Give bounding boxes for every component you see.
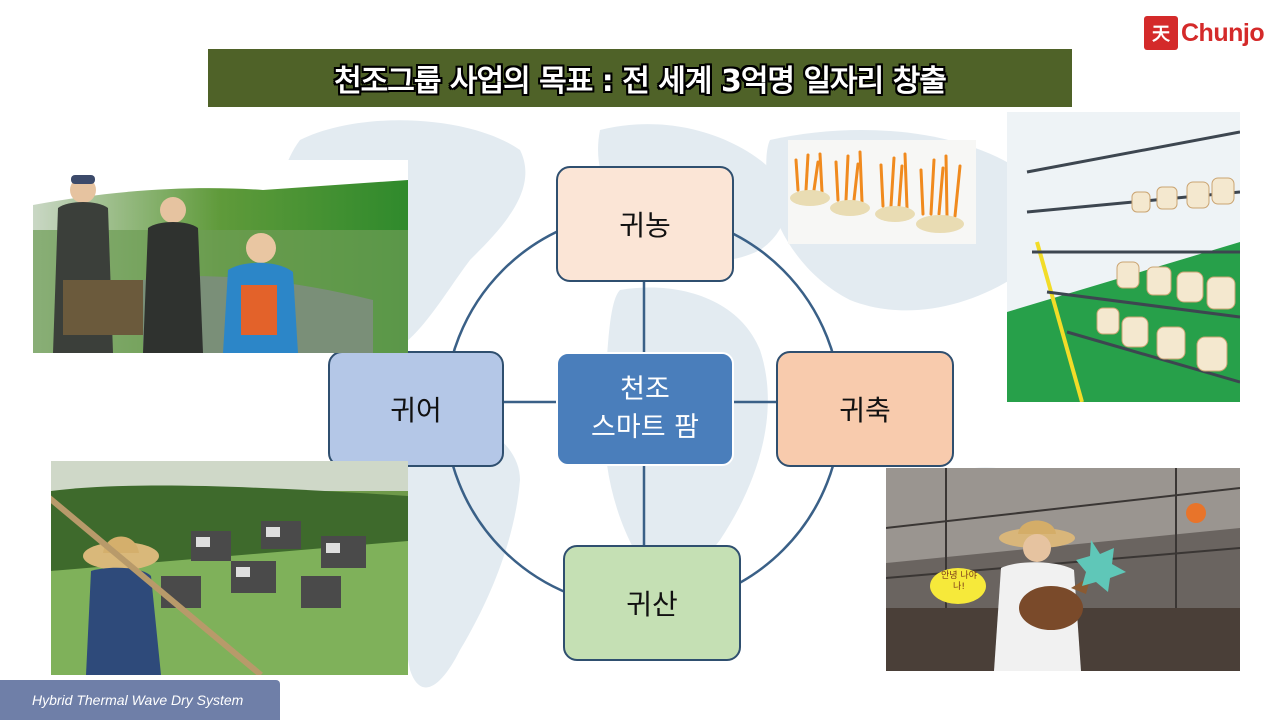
node-return-to-farming: 귀농 [556,166,734,282]
node-return-to-livestock: 귀축 [776,351,954,467]
caption-box: Hybrid Thermal Wave Dry System [0,680,280,720]
caption-text: Hybrid Thermal Wave Dry System [32,692,244,708]
title-banner: 천조그룹 사업의 목표 : 전 세계 3억명 일자리 창출 [208,49,1072,107]
speech-bubble-text: 안녕 나야나! [941,571,977,592]
village-photo [51,461,408,675]
node-return-to-fishing: 귀어 [328,351,504,467]
chunjo-logo: 天 Chunjo [1144,14,1265,52]
center-label-line2: 스마트 팜 [591,412,699,443]
farmer-with-chicken-photo: 안녕 나야나! [886,468,1240,671]
fishermen-photo [33,160,408,353]
chunjo-logo-text: Chunjo [1181,18,1265,47]
node-smart-farm-center: 천조 스마트 팜 [556,352,734,466]
slide-title: 천조그룹 사업의 목표 : 전 세계 3억명 일자리 창출 [334,64,947,99]
cultivation-shelves-photo [1007,112,1240,402]
cordyceps-photo [788,140,976,244]
chunjo-logo-mark: 天 [1144,16,1178,50]
node-return-to-mountains: 귀산 [563,545,741,661]
center-label-line1: 천조 [620,374,670,405]
